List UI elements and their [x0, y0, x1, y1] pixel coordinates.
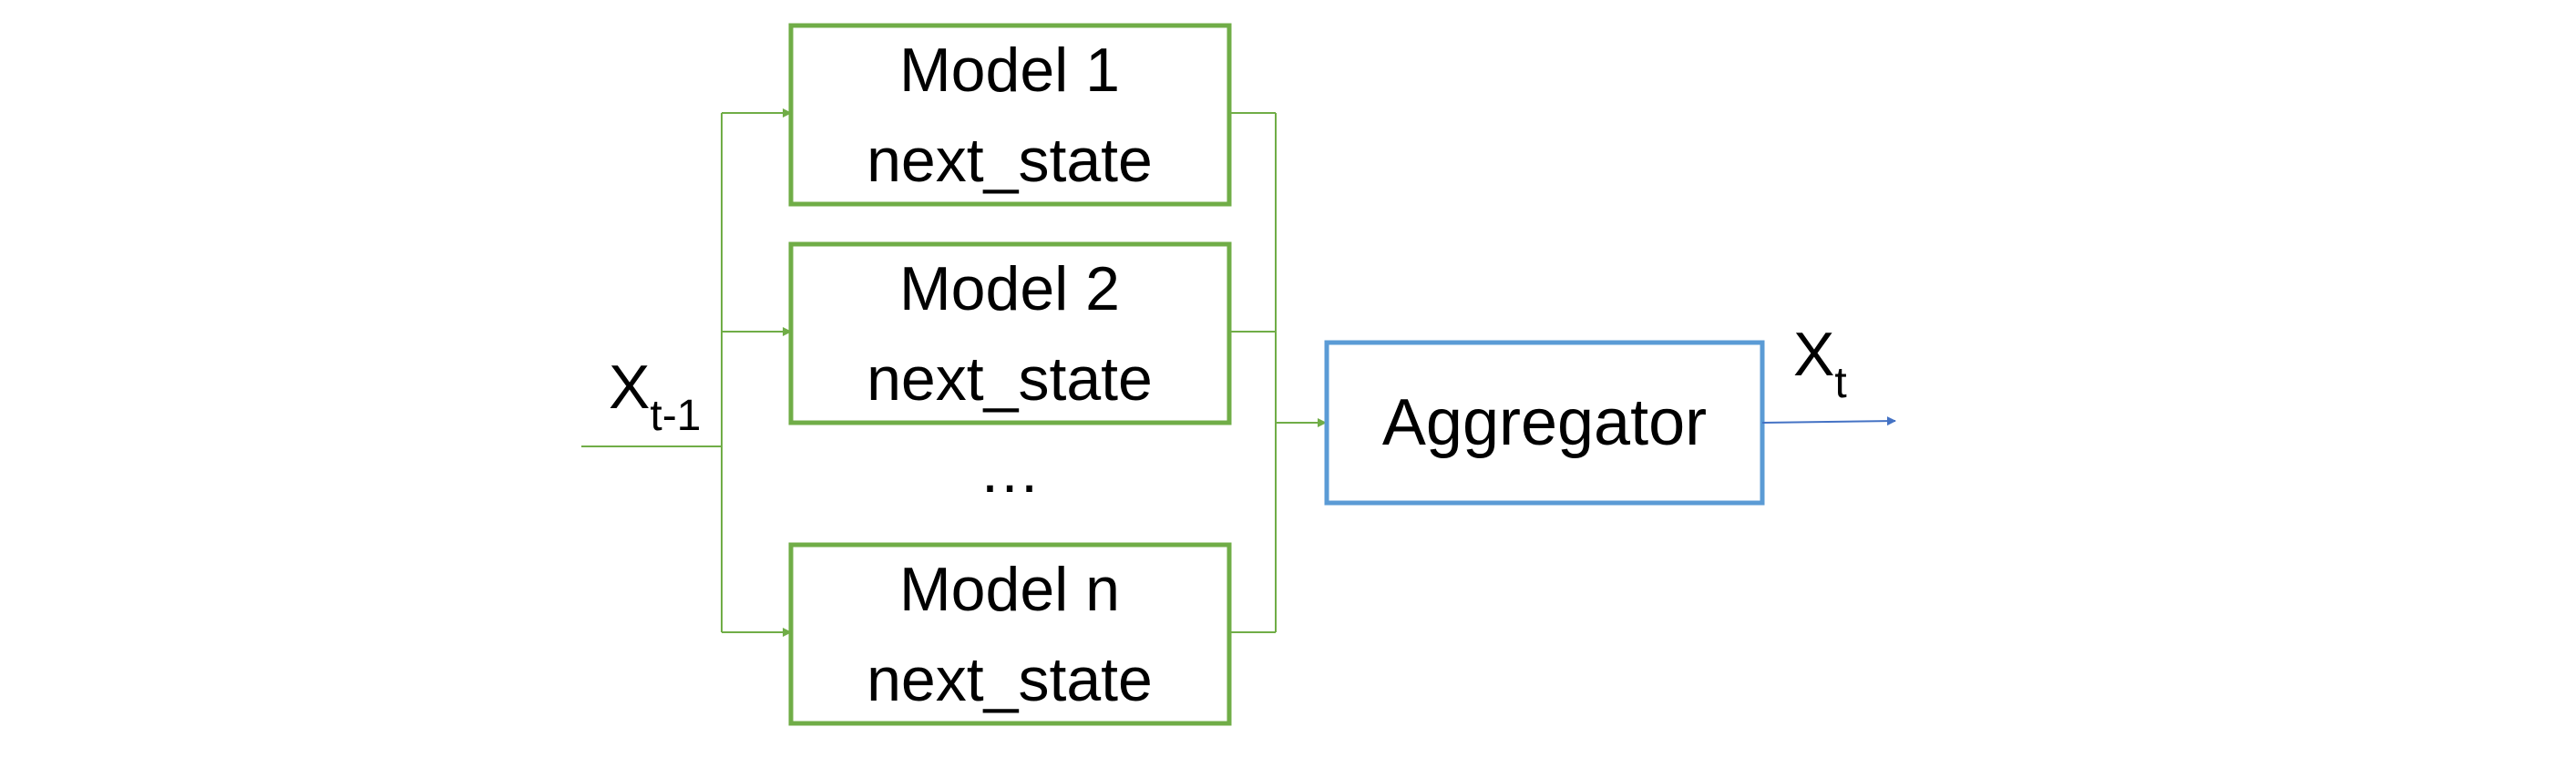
model-box-n: Model n next_state [788, 542, 1232, 726]
output-label-subscript: t [1834, 359, 1846, 407]
input-connectors [581, 108, 792, 637]
model-name: Model 1 [899, 36, 1120, 105]
model-name: Model n [899, 555, 1120, 624]
model-function: next_state [867, 126, 1153, 195]
output-arrow [1761, 416, 1896, 426]
model-box-1: Model 1 next_state [788, 23, 1232, 207]
model-box-n-frame [788, 542, 1232, 726]
model-function: next_state [867, 344, 1153, 414]
output-label-main: X [1793, 320, 1834, 389]
model-name: Model 2 [899, 254, 1120, 323]
aggregator-box: Aggregator [1324, 340, 1765, 506]
input-label-main: X [609, 353, 650, 422]
input-label: Xt-1 [609, 353, 701, 440]
output-label: Xt [1793, 320, 1847, 407]
output-connectors [1229, 112, 1327, 633]
ellipsis: … [979, 436, 1041, 506]
model-box-2-frame [788, 241, 1232, 425]
aggregator-label: Aggregator [1382, 386, 1707, 459]
model-box-1-frame [788, 23, 1232, 207]
aggregator-box-frame [1324, 340, 1765, 506]
input-label-subscript: t-1 [650, 392, 701, 440]
model-box-2: Model 2 next_state [788, 241, 1232, 425]
model-function: next_state [867, 645, 1153, 714]
